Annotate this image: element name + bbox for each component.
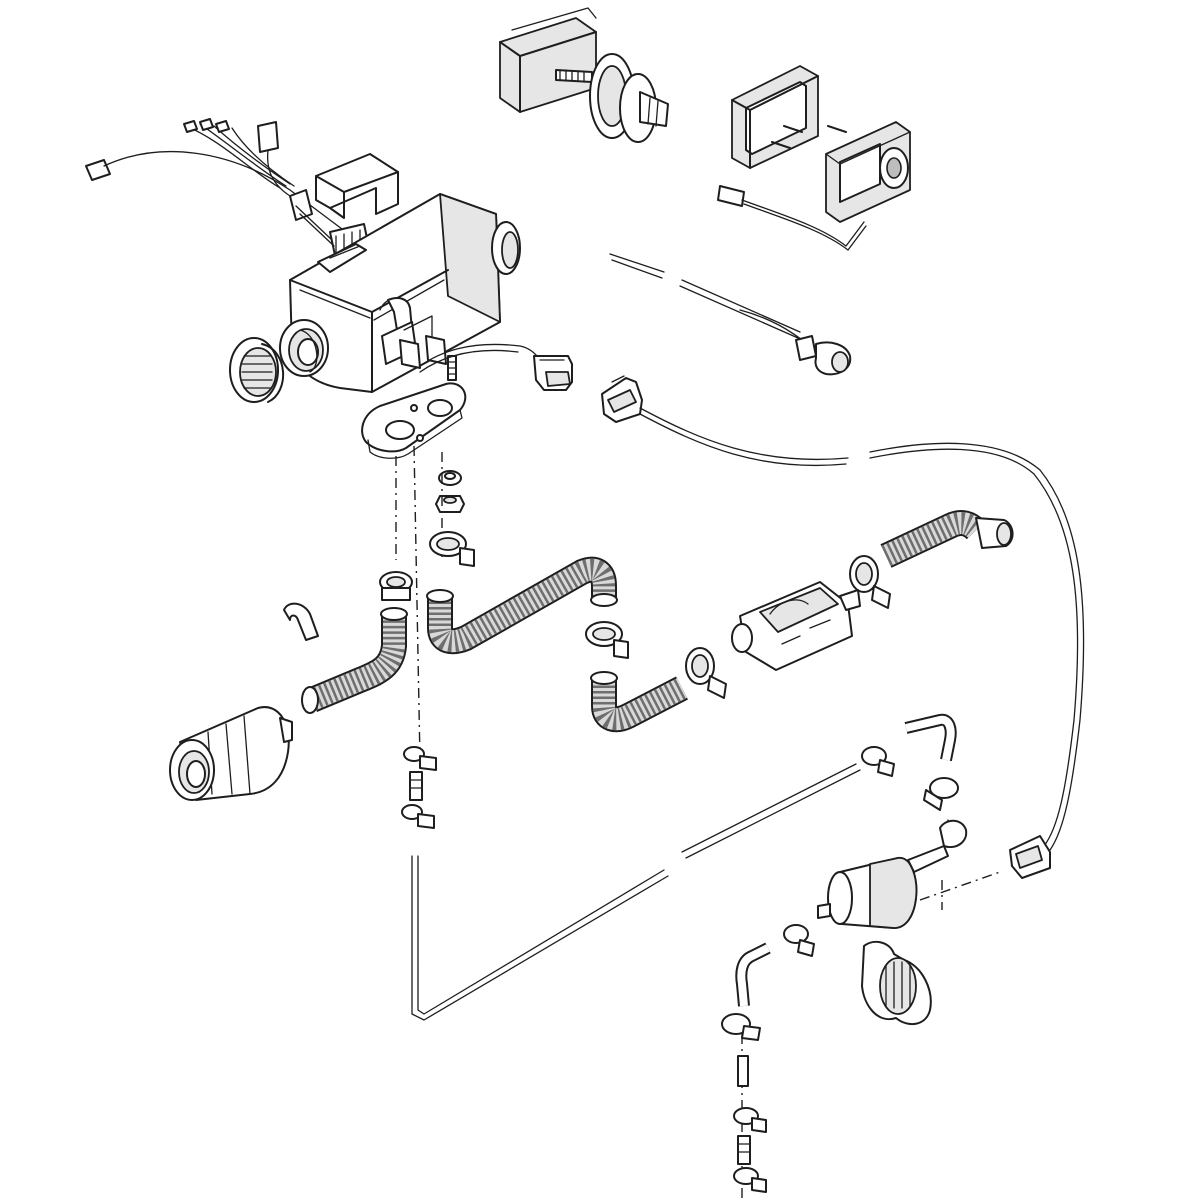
air-heater-unit: [279, 193, 521, 393]
exhaust-hose-2: [590, 671, 688, 733]
fuel-line-tube: [411, 763, 861, 1021]
fuel-clamp-1: [403, 746, 437, 771]
heater-cover-cap: [315, 153, 399, 219]
pump-connector: [1009, 835, 1051, 879]
digital-control-panel: [717, 65, 911, 251]
fuel-clamp-7: [733, 1107, 767, 1133]
rotary-knob-controller: [499, 7, 669, 143]
fuel-connector-1: [409, 771, 423, 801]
fuel-clamp-3: [861, 746, 895, 777]
exhaust-hose-1: [426, 556, 618, 655]
fuel-elbow-hose-1: [904, 713, 957, 762]
fuel-dosing-pump: [817, 819, 968, 929]
exhaust-tail-hose: [880, 510, 1014, 568]
fuse-holder: [609, 253, 852, 376]
fuel-clamp-5: [783, 924, 815, 957]
washer: [438, 470, 462, 486]
plug-connector-heater: [419, 343, 573, 391]
intake-grille: [229, 337, 284, 403]
fuel-clamp-2: [401, 804, 435, 829]
fuel-line-path-2: [413, 445, 421, 761]
mounting-stud: [447, 355, 457, 381]
hex-nut: [435, 495, 465, 513]
main-cable-upper: [639, 407, 849, 461]
pipe-clamp-5: [685, 647, 727, 699]
main-cable: [869, 442, 1085, 851]
pipe-clamp-6: [849, 555, 891, 609]
fuel-connector-2: [737, 1055, 749, 1087]
pipe-clamp-1: [429, 531, 475, 567]
pipe-clamp-3: [283, 602, 319, 641]
main-cable-upper-inner: [639, 413, 847, 467]
fuel-elbow-hose-2: [735, 942, 771, 1007]
fuel-clamp-6: [721, 1013, 761, 1041]
main-cable-inner: [869, 448, 1079, 847]
pipe-clamp-4: [585, 621, 629, 659]
intake-silencer: [169, 706, 293, 801]
pump-rubber-bracket: [861, 940, 932, 1026]
mounting-gasket: [361, 382, 467, 459]
pipe-clamp-2: [379, 571, 413, 601]
fuel-connector-3: [737, 1135, 751, 1165]
plug-connector-cable: [601, 375, 643, 423]
wiring-harness: [85, 118, 371, 261]
pump-cable-path: [919, 871, 1001, 910]
fuel-clamp-4: [923, 777, 959, 811]
fuel-clamp-8: [733, 1167, 767, 1193]
exhaust-muffler: [731, 581, 861, 671]
combustion-air-hose: [301, 607, 408, 714]
